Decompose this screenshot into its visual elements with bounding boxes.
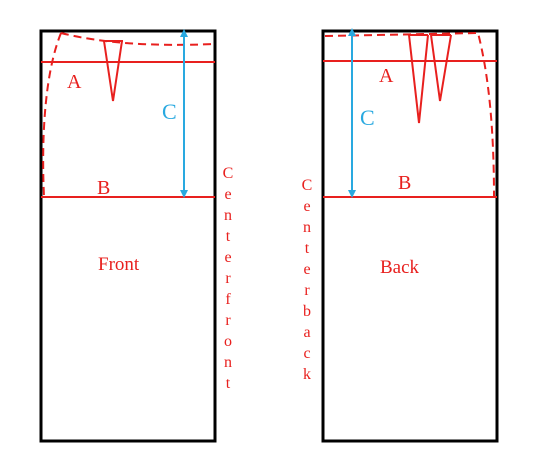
vertical-letter: e [303,198,310,215]
vertical-letter: n [303,219,311,236]
vertical-letter: C [302,177,313,194]
vertical-letter: a [303,324,310,341]
vertical-letter: t [226,375,231,392]
front-outline [39,29,217,443]
vertical-letter: n [224,354,232,371]
vertical-letter: e [303,261,310,278]
front-title: Front [98,254,140,275]
back-dashed-curve [324,31,495,198]
front-label-c: C [162,99,177,124]
back-label-b: B [398,172,411,194]
back-dart-left [408,34,429,124]
vertical-letter: r [225,270,231,287]
vertical-letter: b [303,303,311,320]
vertical-letter: e [224,186,231,203]
vertical-letter: f [225,291,231,308]
vertical-letter: o [224,333,232,350]
back-label-c: C [360,105,375,130]
vertical-letter: e [224,249,231,266]
vertical-letter: C [223,165,234,182]
vertical-letter: t [305,240,310,257]
front-label-b: B [97,177,110,199]
vertical-letter: k [303,366,311,383]
vertical-letter: c [303,345,310,362]
vertical-letter: t [226,228,231,245]
back-label-a: A [379,65,394,87]
vertical-letter: n [224,207,232,224]
front-dart [103,40,123,102]
back-title: Back [380,257,420,278]
front-dashed-curve [60,32,216,46]
back-outline [321,29,499,443]
vertical-letter: r [304,282,310,299]
front-label-a: A [67,71,82,93]
front-dashed-side [42,32,62,198]
back-dart-right [430,34,452,102]
vertical-letter: r [225,312,231,329]
